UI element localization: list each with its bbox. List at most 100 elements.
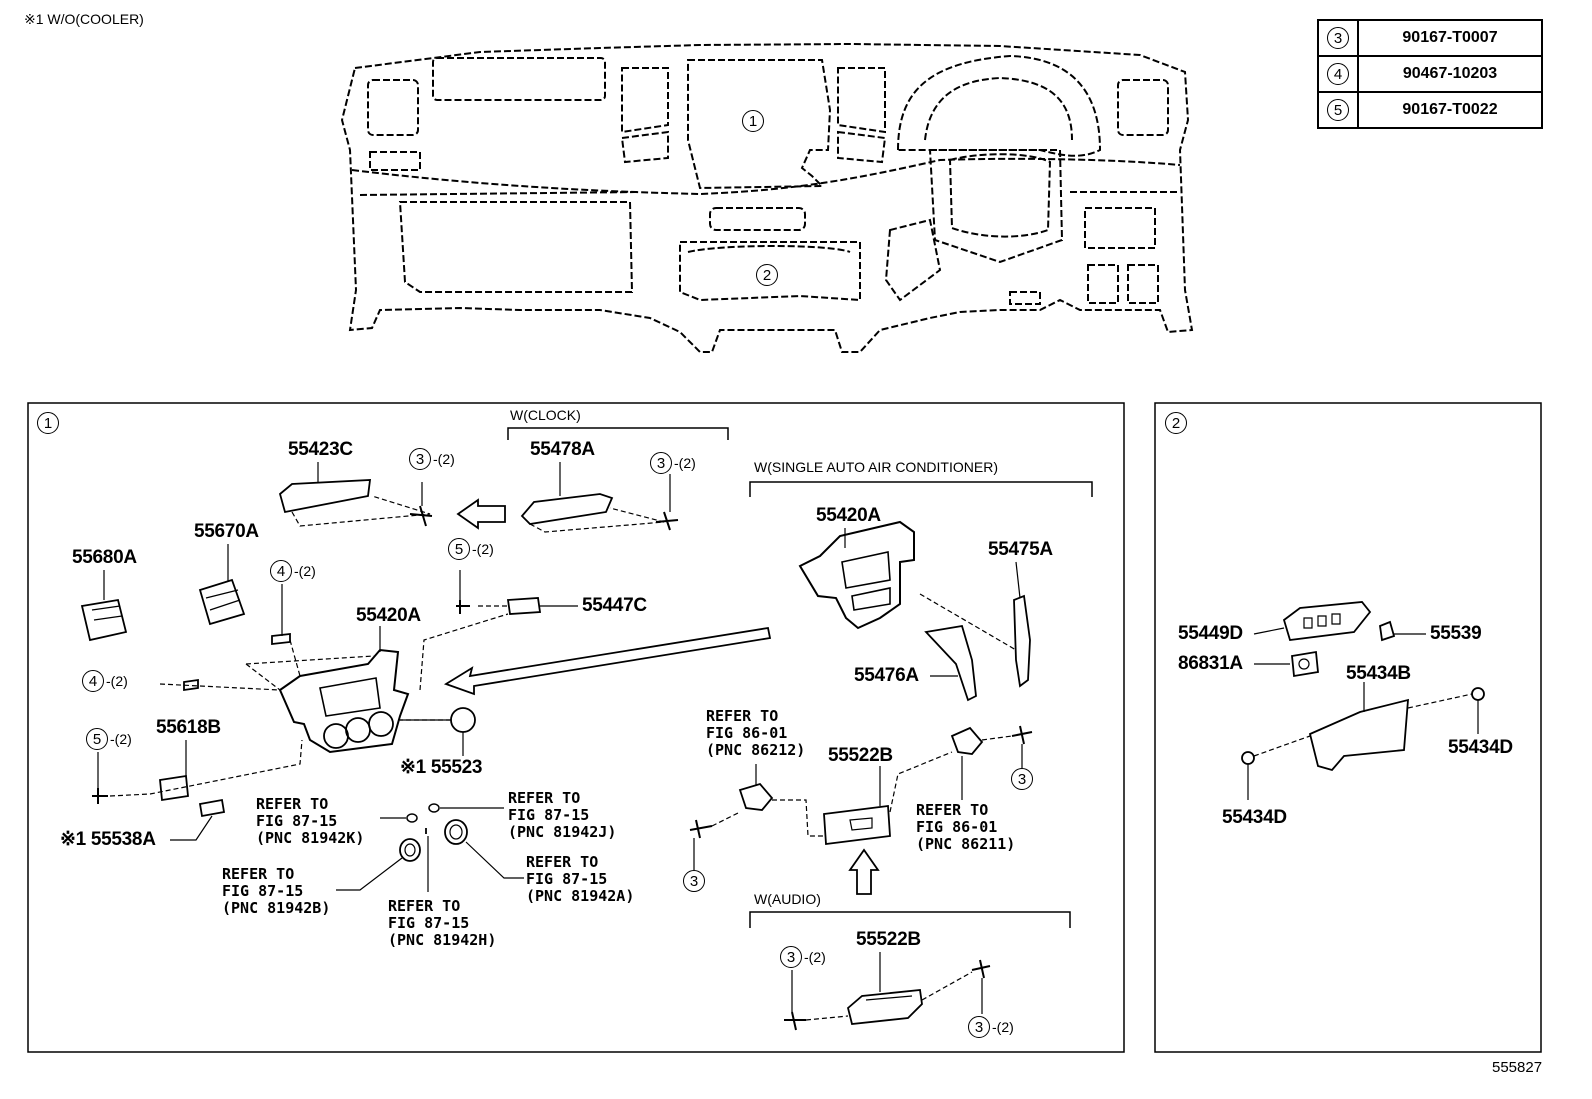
- leaders-rings: [336, 807, 524, 892]
- code-key-cell: 5: [1317, 91, 1359, 129]
- screw-d: [92, 788, 108, 804]
- label-55475A: 55475A: [988, 539, 1053, 560]
- assembly-arrow-up: [848, 848, 880, 895]
- code-key-cell: 3: [1317, 19, 1359, 57]
- label-55670A: 55670A: [194, 521, 259, 542]
- right-side-vent: [1117, 79, 1169, 136]
- top-vent: [432, 57, 606, 101]
- dash-55475A: [919, 593, 1017, 651]
- code-row: 5 90167-T0022: [1317, 91, 1543, 129]
- center-lower-vents: [620, 130, 887, 164]
- screw-c: [456, 600, 470, 614]
- qty-5-a: -(2): [472, 541, 494, 557]
- figure-number: 555827: [1492, 1059, 1543, 1076]
- caption-w-audio: W(AUDIO): [754, 891, 821, 907]
- part-55539-shape: [1379, 620, 1396, 642]
- clip-4-left: [183, 678, 199, 692]
- dash-lower-line: [359, 191, 1180, 196]
- callout-4-b: 4: [82, 670, 104, 692]
- meter-hood: [896, 54, 1102, 157]
- part-55420A-right-shape: [798, 520, 915, 630]
- dash-55478A: [529, 507, 665, 533]
- part-55538A-shape: [198, 798, 226, 818]
- code-row: 4 90467-10203: [1317, 55, 1543, 93]
- left-side-vent: [367, 79, 419, 136]
- screw-b: [655, 511, 679, 531]
- part-55670A-shape: [198, 578, 246, 626]
- refer-81942J: REFER TO FIG 87-15 (PNC 81942J): [508, 789, 617, 841]
- center-cluster-panel: [687, 59, 832, 190]
- part-86831A-hole: [1298, 658, 1310, 670]
- dash-55447C: [419, 605, 509, 691]
- caption-w-single-ac: W(SINGLE AUTO AIR CONDITIONER): [754, 459, 998, 475]
- label-55434D-right: 55434D: [1448, 737, 1513, 758]
- qty-4-a: -(2): [294, 563, 316, 579]
- callout-3-f: 3: [968, 1016, 990, 1038]
- panel-2-marker: 2: [1165, 412, 1187, 434]
- dash-panel-2: [1253, 693, 1473, 757]
- refer-86211: REFER TO FIG 86-01 (PNC 86211): [916, 801, 1016, 853]
- lower-console-arc: [687, 245, 851, 253]
- center-left-vent: [621, 67, 669, 134]
- panel-2-frame: [1154, 402, 1542, 1053]
- glovebox: [398, 201, 634, 293]
- part-55449D-shape: [1282, 601, 1372, 641]
- leader-55475A: [1015, 561, 1021, 599]
- column-cover-inner: [948, 153, 1052, 238]
- dash-55618B: [109, 739, 303, 797]
- meter-cluster-inner: [924, 76, 1073, 141]
- dash-55522B: [711, 735, 1013, 837]
- label-55539: 55539: [1430, 623, 1482, 644]
- label-55447C: 55447C: [582, 595, 647, 616]
- right-switch-b: [1127, 264, 1159, 304]
- part-55475A-shape: [1013, 594, 1031, 688]
- label-55449D: 55449D: [1178, 623, 1243, 644]
- dashboard-outline: [340, 42, 1194, 353]
- ring-81942A-inner: [449, 824, 463, 840]
- ac-panel-window: [841, 551, 891, 611]
- dash-55423C: [291, 495, 431, 527]
- screw-f: [1011, 725, 1033, 745]
- refer-86212: REFER TO FIG 86-01 (PNC 86212): [706, 707, 806, 759]
- qty-5-b: -(2): [110, 731, 132, 747]
- refer-81942H: REFER TO FIG 87-15 (PNC 81942H): [388, 897, 497, 949]
- center-right-vent: [837, 67, 886, 134]
- label-55523: ※1 55523: [400, 757, 483, 778]
- ring-81942J: [428, 803, 440, 813]
- qty-3-b: -(2): [674, 455, 696, 471]
- callout-5-b: 5: [86, 728, 108, 750]
- part-55478A-shape: [520, 493, 614, 525]
- knob-1: [323, 723, 349, 749]
- code-key-3: 3: [1327, 27, 1349, 49]
- label-55618B: 55618B: [156, 717, 221, 738]
- screw-e: [689, 819, 713, 839]
- knob-3: [368, 711, 394, 737]
- screw-g: [784, 1011, 806, 1031]
- qty-3-a: -(2): [433, 451, 455, 467]
- dash-crease-line: [351, 157, 1181, 196]
- bracket-86211: [950, 726, 984, 755]
- clip-4-top: [271, 632, 291, 646]
- part-55618B-shape: [159, 774, 189, 802]
- assembly-arrow-left: [456, 498, 506, 530]
- part-55680A-shape: [80, 598, 128, 642]
- dash-55522B-bottom: [805, 971, 973, 1021]
- label-55423C: 55423C: [288, 439, 353, 460]
- part-55434B-shape: [1308, 698, 1409, 772]
- ring-81942B: [399, 838, 421, 862]
- label-55434D-left: 55434D: [1222, 807, 1287, 828]
- knob-2: [345, 717, 371, 743]
- part-55522B-top-shape: [823, 804, 891, 846]
- qty-3-e: -(2): [804, 949, 826, 965]
- steering-column-cover: [928, 149, 1064, 264]
- assembly-arrow-ac: [443, 626, 772, 696]
- refer-81942K: REFER TO FIG 87-15 (PNC 81942K): [256, 795, 365, 847]
- code-value-cell: 90167-T0022: [1357, 91, 1543, 129]
- right-switch-panel: [1084, 207, 1156, 249]
- qty-3-f: -(2): [992, 1019, 1014, 1035]
- part-55522B-bottom-detail: [865, 995, 913, 1001]
- code-value-cell: 90167-T0007: [1357, 19, 1543, 57]
- instrument-panel-overview: [340, 42, 1194, 353]
